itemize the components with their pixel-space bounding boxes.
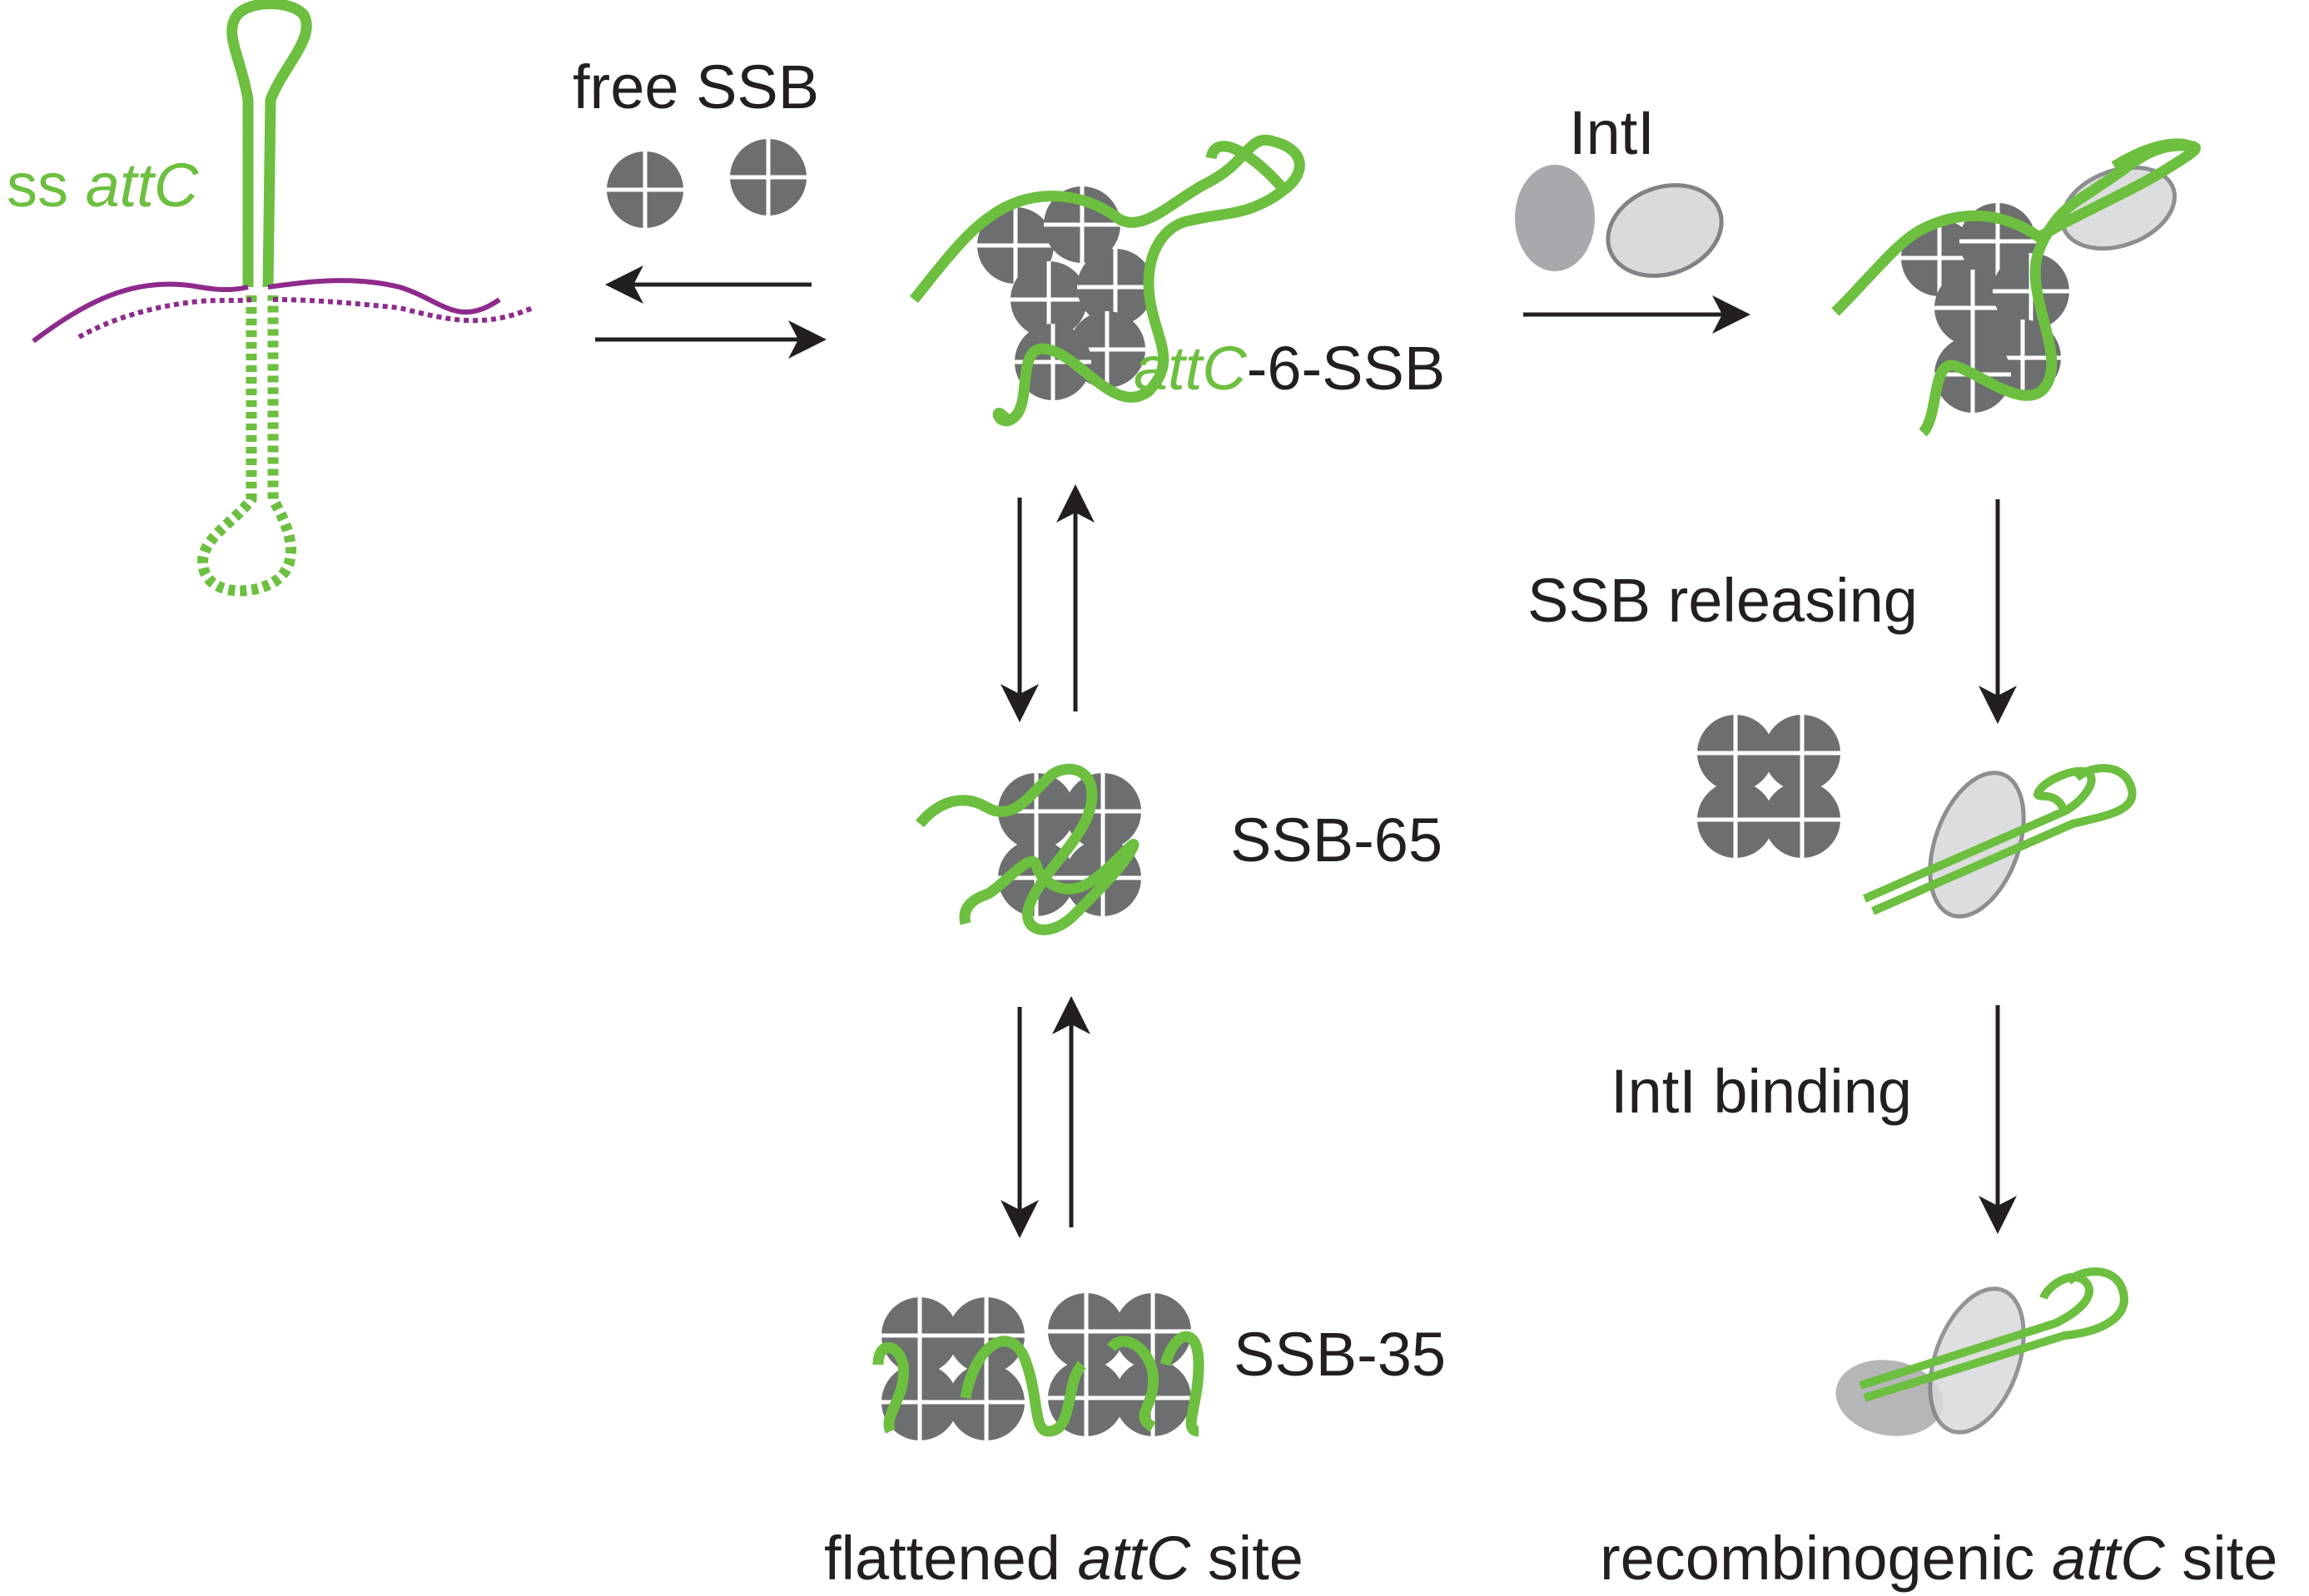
- ssb-65-complex: [916, 763, 1141, 935]
- inti-top-label: IntI: [1569, 98, 1655, 167]
- free-ssb-icon-1: [607, 151, 683, 228]
- free-ssb-icon-2: [730, 139, 807, 216]
- ss-attc-hairpin: [32, 0, 534, 597]
- recombinogenic-attc-complex: [1835, 1267, 2128, 1436]
- ss-attc-top-strand-green: [226, 0, 312, 288]
- free-ssb-label: free SSB: [573, 52, 819, 121]
- ssb-releasing-label: SSB releasing: [1527, 566, 1918, 635]
- inti-light-icon: [1606, 183, 1724, 278]
- ssb-35-label: SSB-35: [1234, 1320, 1446, 1389]
- ssb-35-complex: [872, 1293, 1204, 1440]
- inti-dark-icon: [1515, 165, 1595, 271]
- ss-attc-label: ss attC: [7, 151, 199, 220]
- released-ssb-tetramer-icon: [1697, 715, 1840, 858]
- dna-purple-dotted: [77, 297, 534, 340]
- flattened-attc-site-label: flattened attC site: [824, 1524, 1303, 1593]
- ssb-65-label: SSB-65: [1230, 805, 1443, 875]
- ss-attc-bottom-strand-dotted: [197, 295, 297, 597]
- attc-ssb-inti-complex: [1831, 138, 2201, 437]
- recombinogenic-attc-site-label: recombinogenic attC site: [1600, 1524, 2277, 1593]
- attc-6-ssb-complex: [909, 134, 1305, 427]
- inti-bound-hairpin: [1862, 764, 2137, 919]
- dna-purple-solid: [32, 278, 501, 344]
- inti-binding-label: IntI binding: [1611, 1057, 1912, 1126]
- attc-6-ssb-label: attC-6-SSB: [1134, 334, 1445, 403]
